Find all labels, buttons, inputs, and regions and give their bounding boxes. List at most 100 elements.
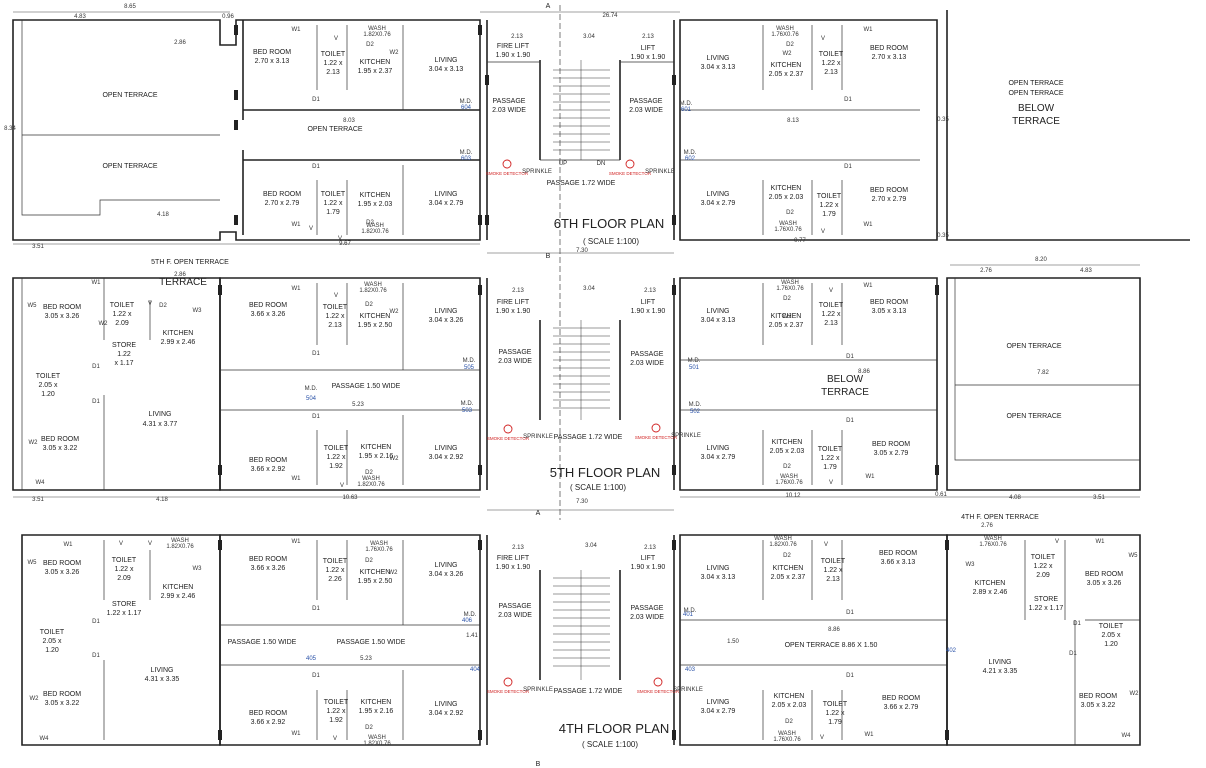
room-label: KITCHEN: [772, 439, 803, 446]
room-label: 3.66 x 3.26: [251, 565, 286, 572]
room-label: 3.05 x 3.13: [872, 308, 907, 315]
window-w3-tag: W3: [193, 308, 203, 314]
dimension-lines: [13, 11, 1140, 511]
room-label: 2.09: [1036, 572, 1050, 579]
floor-plan-title: 6TH FLOOR PLAN: [554, 216, 665, 231]
structural-column: [478, 465, 482, 475]
wash-size-label: 1.82X0.76: [361, 229, 389, 235]
vent-v-tag: V: [309, 226, 313, 232]
room-label: 5TH F. OPEN TERRACE: [151, 259, 229, 266]
door-d1-tag: D1: [92, 619, 100, 625]
main-door-marker: M.D.: [460, 150, 473, 156]
room-label: 1.22 x 1.17: [1029, 605, 1064, 612]
room-label: TOILET: [323, 304, 348, 311]
main-door-marker: M.D.: [463, 358, 476, 364]
room-label: LIVING: [435, 445, 458, 452]
floor-plan-title: 4TH FLOOR PLAN: [559, 721, 670, 736]
dimension-value: 4.18: [156, 497, 168, 503]
room-label: 1.92: [329, 717, 343, 724]
structural-column: [218, 465, 222, 475]
room-label: 1.90 x 1.90: [496, 308, 531, 315]
window-w1-tag: W1: [864, 283, 874, 289]
room-label: KITCHEN: [163, 330, 194, 337]
vent-v-tag: V: [148, 301, 152, 307]
dimension-value: 2.13: [512, 288, 524, 294]
vent-v-tag: V: [821, 229, 825, 235]
wash-size-label: 1.82X0.76: [363, 32, 391, 38]
room-label: 1.20: [45, 647, 59, 654]
wash-area-label: WASH: [774, 536, 792, 542]
room-label: TOILET: [36, 373, 61, 380]
door-d2-tag: D2: [365, 470, 373, 476]
main-door-marker: M.D.: [464, 612, 477, 618]
room-label: PASSAGE: [499, 603, 532, 610]
dimension-value: 10.12: [785, 493, 801, 499]
window-w2-tag: W2: [390, 309, 400, 315]
room-label: BED ROOM: [41, 436, 79, 443]
wash-size-label: 1.76X0.76: [771, 32, 799, 38]
room-label: 2.05 x: [38, 382, 58, 389]
room-label: 2.05 x 2.37: [771, 574, 806, 581]
unit-number-tag: 405: [306, 656, 317, 662]
dimension-value: 4.18: [157, 212, 169, 218]
smoke-detector-icon: [503, 677, 513, 687]
room-label: 3.66 x 2.92: [251, 719, 286, 726]
room-label: BED ROOM: [43, 560, 81, 567]
dimension-value: 7.82: [1037, 370, 1049, 376]
room-label: BED ROOM: [263, 191, 301, 198]
wash-size-label: 1.76X0.76: [774, 227, 802, 233]
room-label: OPEN TERRACE: [307, 126, 362, 133]
door-d2-tag: D2: [366, 220, 374, 226]
room-label: TOILET: [112, 557, 137, 564]
room-label: 1.95 x 2.37: [358, 68, 393, 75]
floor-6th: [12, 5, 1190, 520]
wash-size-label: 1.82X0.76: [359, 288, 387, 294]
room-label: LIVING: [707, 445, 730, 452]
dimension-value: 5.23: [352, 402, 364, 408]
dimension-value: 3.51: [32, 497, 44, 503]
sprinkle-label: SPRINKLE: [671, 433, 701, 439]
door-d2-tag: D2: [365, 725, 373, 731]
room-label: BED ROOM: [882, 695, 920, 702]
door-d1-tag: D1: [846, 673, 854, 679]
unit-number-tag: 501: [689, 365, 700, 371]
room-label: TOILET: [823, 701, 848, 708]
room-label: LIVING: [707, 565, 730, 572]
structural-column: [234, 25, 238, 35]
section-marker: A: [546, 3, 551, 10]
floor-plan-title: 5TH FLOOR PLAN: [550, 465, 661, 480]
room-label: PASSAGE 1.72 WIDE: [554, 434, 623, 441]
room-label: 1.95 x 2.50: [358, 578, 393, 585]
dimension-value: 2.86: [174, 272, 186, 278]
window-w2-tag: W2: [389, 570, 399, 576]
room-label: 2.03 WIDE: [498, 358, 532, 365]
room-label: 2.05 x: [1101, 632, 1121, 639]
room-label: 2.03 WIDE: [492, 107, 526, 114]
smoke-detector-icon: [502, 159, 512, 169]
door-d1-tag: D1: [92, 399, 100, 405]
door-d1-tag: D1: [846, 418, 854, 424]
room-label: LIVING: [707, 191, 730, 198]
room-label: 1.95 x 2.16: [359, 453, 394, 460]
window-w2-tag: W2: [1130, 691, 1140, 697]
wash-size-label: 1.82X0.76: [769, 542, 797, 548]
wash-size-label: 1.82X0.76: [166, 544, 194, 550]
window-w2-tag: W2: [783, 51, 793, 57]
room-label: 3.05 x 3.26: [1087, 580, 1122, 587]
room-label: LIVING: [707, 699, 730, 706]
room-label: 2.89 x 2.46: [973, 589, 1008, 596]
room-label: OPEN TERRACE: [1008, 80, 1063, 87]
sprinkle-label: SPRINKLE: [523, 434, 553, 440]
room-label: 2.03 WIDE: [498, 612, 532, 619]
unit-number-tag: 403: [685, 667, 696, 673]
structural-column: [945, 730, 949, 740]
dimension-value: 3.51: [1093, 495, 1105, 501]
door-d2-tag: D2: [366, 42, 374, 48]
dimension-value: 2.13: [644, 545, 656, 551]
room-label: PASSAGE 1.72 WIDE: [554, 688, 623, 695]
room-label: PASSAGE 1.50 WIDE: [332, 383, 401, 390]
room-label: 3.05 x 3.26: [45, 569, 80, 576]
unit-number-tag: 404: [470, 667, 481, 673]
room-label: KITCHEN: [163, 584, 194, 591]
room-label: 1.90 x 1.90: [631, 54, 666, 61]
